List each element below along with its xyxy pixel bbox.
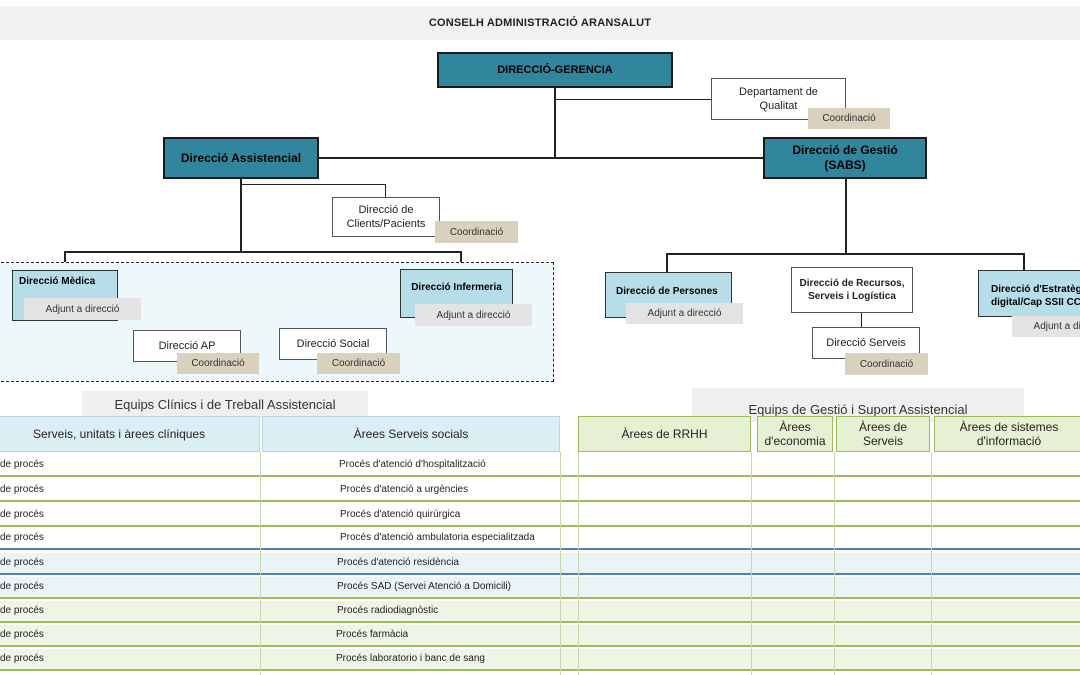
row-process: Procés d'atenció d'hospitalització xyxy=(339,459,486,470)
col-serveis: Àrees de Serveis xyxy=(836,416,930,452)
table-row: de procés Procés d'atenció a urgències xyxy=(0,480,1080,502)
row-owner: de procés xyxy=(0,581,44,592)
table-row: de procés Procés farmàcia xyxy=(0,625,1080,647)
connector-line xyxy=(241,184,386,185)
row-process: Procés d'atenció ambulatoria especialitz… xyxy=(340,532,535,543)
row-owner: de procés xyxy=(0,557,44,568)
ap-tag: Coordinació xyxy=(177,353,259,374)
medica-tag: Adjunt a direcció xyxy=(24,298,141,320)
row-process: Procés radiodiagnòstic xyxy=(337,605,439,616)
connector-line xyxy=(845,178,847,254)
connector-line xyxy=(240,178,242,252)
connector-line xyxy=(666,253,668,273)
row-process: Procés d'atenció quirúrgica xyxy=(340,509,461,520)
row-owner: de procés xyxy=(0,605,44,616)
row-rule xyxy=(0,475,1080,477)
row-band xyxy=(0,505,1080,525)
clients-tag: Coordinació xyxy=(435,221,518,243)
estrategia-clip: Direcció d'Estratègia digital/Cap SSII C… xyxy=(978,270,1080,338)
serveis-tag: Coordinació xyxy=(845,353,928,375)
table-row: de procés Procés d'atenció quirúrgica xyxy=(0,505,1080,527)
row-band xyxy=(0,528,1080,548)
column-separator xyxy=(260,452,261,675)
table-row: de procés Procés radiodiagnòstic xyxy=(0,601,1080,623)
row-band xyxy=(0,577,1080,597)
estrategia-tag: Adjunt a direcció xyxy=(1012,316,1080,337)
row-owner: de procés xyxy=(0,484,44,495)
gestio-box: Direcció de Gestió (SABS) xyxy=(763,137,927,179)
connector-line xyxy=(385,184,386,198)
col-serveis-clinics: Serveis, unitats i àrees clíniques xyxy=(0,416,260,452)
row-owner: de procés xyxy=(0,653,44,664)
connector-line xyxy=(318,157,764,159)
recursos-box: Direcció de Recursos, Serveis i Logístic… xyxy=(791,267,913,313)
table-row: de procés Procés d'atenció residència xyxy=(0,553,1080,575)
section-clinics-title: Equips Clínics i de Treball Assistencial xyxy=(82,391,368,417)
col-rrhh: Àrees de RRHH xyxy=(578,416,751,452)
connector-line xyxy=(861,312,862,328)
connector-line xyxy=(460,251,462,271)
column-separator xyxy=(560,452,561,675)
connector-line xyxy=(1023,253,1025,273)
table-row: de procés Procés d'atenció d'hospitalitz… xyxy=(0,455,1080,477)
row-process: Procés farmàcia xyxy=(336,629,409,640)
social-tag: Coordinació xyxy=(317,353,400,374)
row-process: Procés SAD (Servei Atenció a Domicili) xyxy=(337,581,511,592)
gerencia-box: DIRECCIÓ-GERENCIA xyxy=(437,52,673,88)
col-economia: Àrees d'economia xyxy=(757,416,833,452)
row-rule xyxy=(0,500,1080,502)
row-band xyxy=(0,553,1080,573)
column-separator xyxy=(834,452,835,675)
col-sistemes: Àrees de sistemes d'informació xyxy=(934,416,1080,452)
table-row: de procés Procés d'atenció ambulatoria e… xyxy=(0,528,1080,550)
row-rule xyxy=(0,669,1080,671)
column-separator xyxy=(578,452,579,675)
row-owner: de procés xyxy=(0,509,44,520)
row-owner: de procés xyxy=(0,459,44,470)
column-separator xyxy=(931,452,932,675)
col-serveis-socials: Àrees Serveis socials xyxy=(262,416,560,452)
table-row: de procés Procés laboratorio i banc de s… xyxy=(0,649,1080,671)
row-process: Procés laboratorio i banc de sang xyxy=(336,653,485,664)
table-row: de procés Procés SAD (Servei Atenció a D… xyxy=(0,577,1080,599)
row-rule xyxy=(0,525,1080,527)
row-band xyxy=(0,625,1080,645)
row-band xyxy=(0,601,1080,621)
row-band xyxy=(0,455,1080,475)
row-rule xyxy=(0,573,1080,575)
clients-box: Direcció de Clients/Pacients xyxy=(332,197,440,237)
board-title: CONSELH ADMINISTRACIÓ ARANSALUT xyxy=(0,6,1080,40)
column-separator xyxy=(751,452,752,675)
serveis-box: Direcció Serveis xyxy=(812,327,920,359)
row-rule xyxy=(0,548,1080,550)
row-rule xyxy=(0,621,1080,623)
row-owner: de procés xyxy=(0,629,44,640)
connector-line xyxy=(554,87,556,159)
qualitat-tag: Coordinació xyxy=(808,108,890,129)
persones-tag: Adjunt a direcció xyxy=(626,303,743,324)
row-process: Procés d'atenció a urgències xyxy=(340,484,469,495)
estrategia-box: Direcció d'Estratègia digital/Cap SSII C… xyxy=(978,270,1080,317)
connector-line xyxy=(64,251,461,253)
connector-line xyxy=(666,253,1025,255)
row-rule xyxy=(0,645,1080,647)
row-rule xyxy=(0,597,1080,599)
row-process: Procés d'atenció residència xyxy=(337,557,459,568)
connector-line xyxy=(64,251,66,271)
row-band xyxy=(0,480,1080,500)
assistencial-box: Direcció Assistencial xyxy=(163,137,319,179)
infermeria-tag: Adjunt a direcció xyxy=(415,304,532,326)
connector-line xyxy=(556,99,712,100)
row-owner: de procés xyxy=(0,532,44,543)
row-band xyxy=(0,649,1080,669)
